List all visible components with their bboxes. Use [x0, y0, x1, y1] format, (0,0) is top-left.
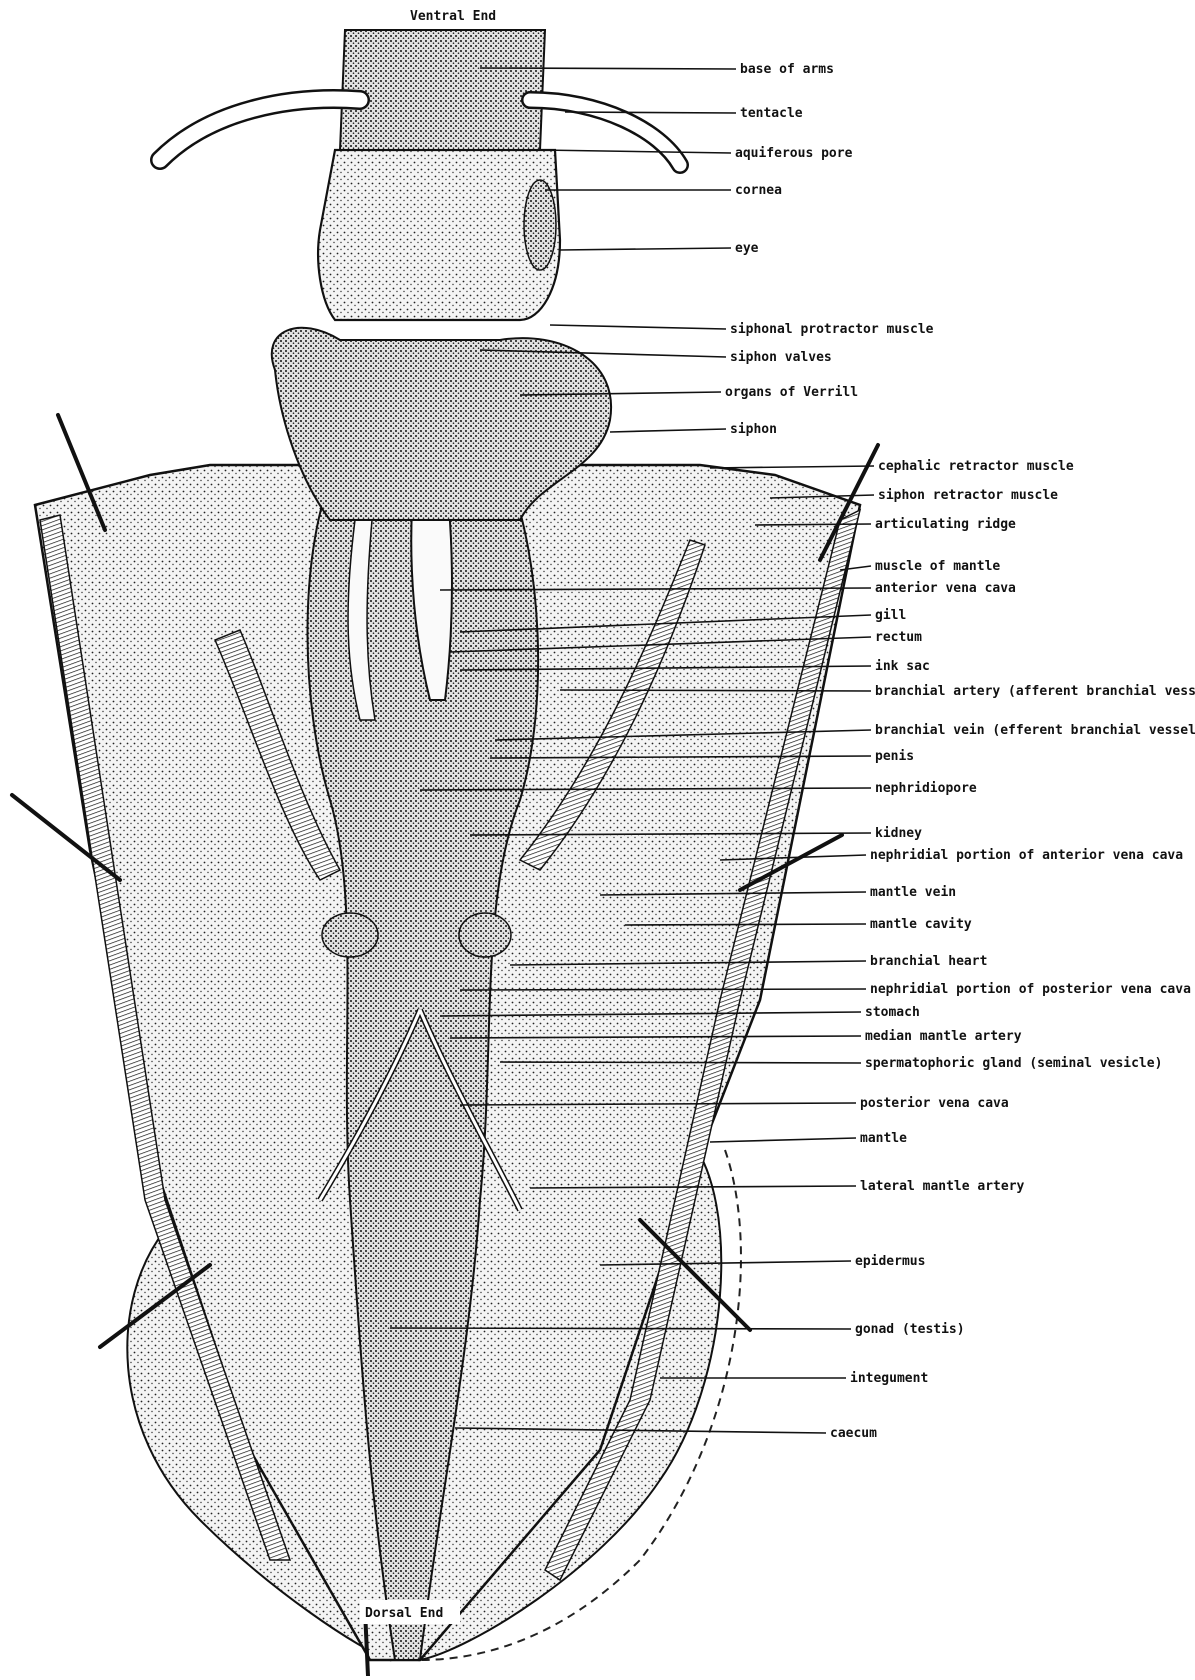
structure-label: median mantle artery [865, 1029, 1022, 1044]
structure-label: caecum [830, 1426, 877, 1441]
structure-label: aquiferous pore [735, 146, 853, 161]
structure-label: eye [735, 241, 759, 256]
structure-label: muscle of mantle [875, 559, 1000, 574]
leader-line [480, 68, 736, 69]
branchial-heart-left [322, 913, 378, 957]
structure-label: ink sac [875, 659, 930, 674]
structure-label: integument [850, 1371, 928, 1386]
structure-label: stomach [865, 1005, 920, 1020]
structure-label: anterior vena cava [875, 581, 1016, 596]
structure-label: siphon [730, 422, 777, 437]
structure-label: epidermus [855, 1254, 925, 1269]
leader-line [755, 524, 871, 525]
structure-label: siphon retractor muscle [878, 488, 1058, 503]
structure-label: cornea [735, 183, 782, 198]
eye-shape [524, 180, 556, 270]
leader-line [710, 1138, 856, 1142]
structure-label: penis [875, 749, 914, 764]
structure-label: mantle vein [870, 885, 956, 900]
structure-label: nephridial portion of posterior vena cav… [870, 982, 1191, 997]
leader-line [550, 325, 726, 329]
structure-label: posterior vena cava [860, 1096, 1009, 1111]
structure-label: organs of Verrill [725, 385, 858, 400]
arm-base [340, 30, 545, 150]
leader-line [390, 1328, 851, 1329]
structure-label: branchial artery (afferent branchial ves… [875, 684, 1195, 699]
structure-label: lateral mantle artery [860, 1179, 1025, 1194]
structure-label: mantle cavity [870, 917, 972, 932]
leader-line [500, 1062, 861, 1063]
squid-body [35, 30, 860, 1660]
structure-label: articulating ridge [875, 517, 1016, 532]
structure-label: mantle [860, 1131, 907, 1146]
structure-label: nephridiopore [875, 781, 977, 796]
branchial-heart-right [459, 913, 511, 957]
leader-line [710, 466, 874, 468]
leader-line [560, 248, 731, 250]
structure-label: branchial vein (efferent branchial vesse… [875, 723, 1195, 738]
structure-label: spermatophoric gland (seminal vesicle) [865, 1056, 1162, 1071]
leader-line [560, 690, 871, 691]
structure-label: tentacle [740, 106, 803, 121]
structure-label: nephridial portion of anterior vena cava [870, 848, 1183, 863]
structure-label: branchial heart [870, 954, 987, 969]
structure-label: kidney [875, 826, 922, 841]
structure-label: gonad (testis) [855, 1322, 965, 1337]
structure-label: gill [875, 608, 906, 623]
leader-line [625, 924, 866, 925]
dorsal-end-label: Dorsal End [365, 1606, 443, 1621]
ventral-end-label: Ventral End [410, 9, 496, 24]
structure-label: base of arms [740, 62, 834, 77]
structure-label: siphon valves [730, 350, 832, 365]
leader-line [540, 150, 731, 153]
leader-line [460, 989, 866, 990]
structure-label: cephalic retractor muscle [878, 459, 1074, 474]
structure-label: rectum [875, 630, 922, 645]
structure-label: siphonal protractor muscle [730, 322, 934, 337]
leader-line [610, 429, 726, 432]
leader-line [565, 112, 736, 113]
